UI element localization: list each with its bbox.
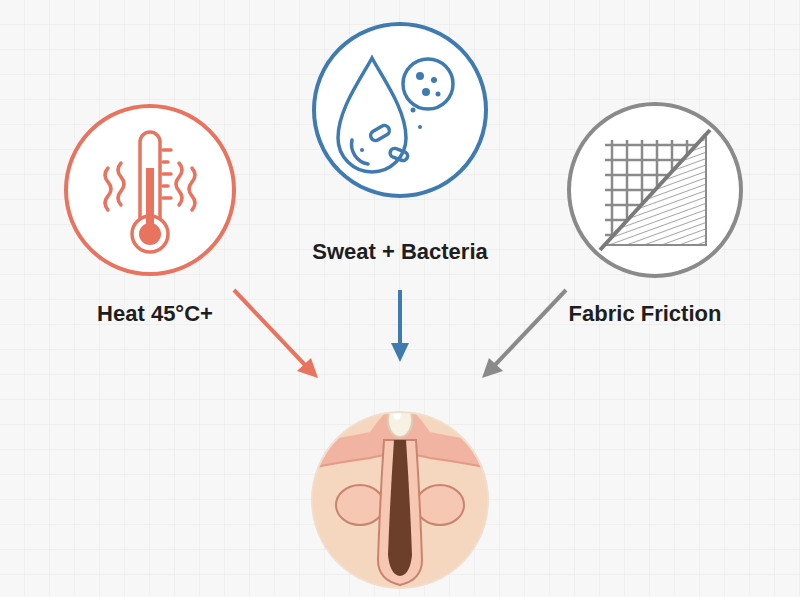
factor-circle: Heat 45°C+ — [66, 106, 234, 274]
heat-icon — [66, 106, 234, 274]
fabric-icon — [569, 104, 741, 276]
factor-label: Sweat + Bacteria — [308, 238, 491, 266]
factor-label: Heat 45°C+ — [93, 300, 217, 328]
factor-circle: Sweat + Bacteria — [314, 24, 486, 196]
arrow — [234, 290, 566, 378]
sweat-icon — [314, 24, 486, 196]
factor-circle: Fabric Friction — [571, 106, 739, 274]
skin-follicle — [300, 400, 500, 597]
factor-label: Fabric Friction — [565, 300, 726, 328]
